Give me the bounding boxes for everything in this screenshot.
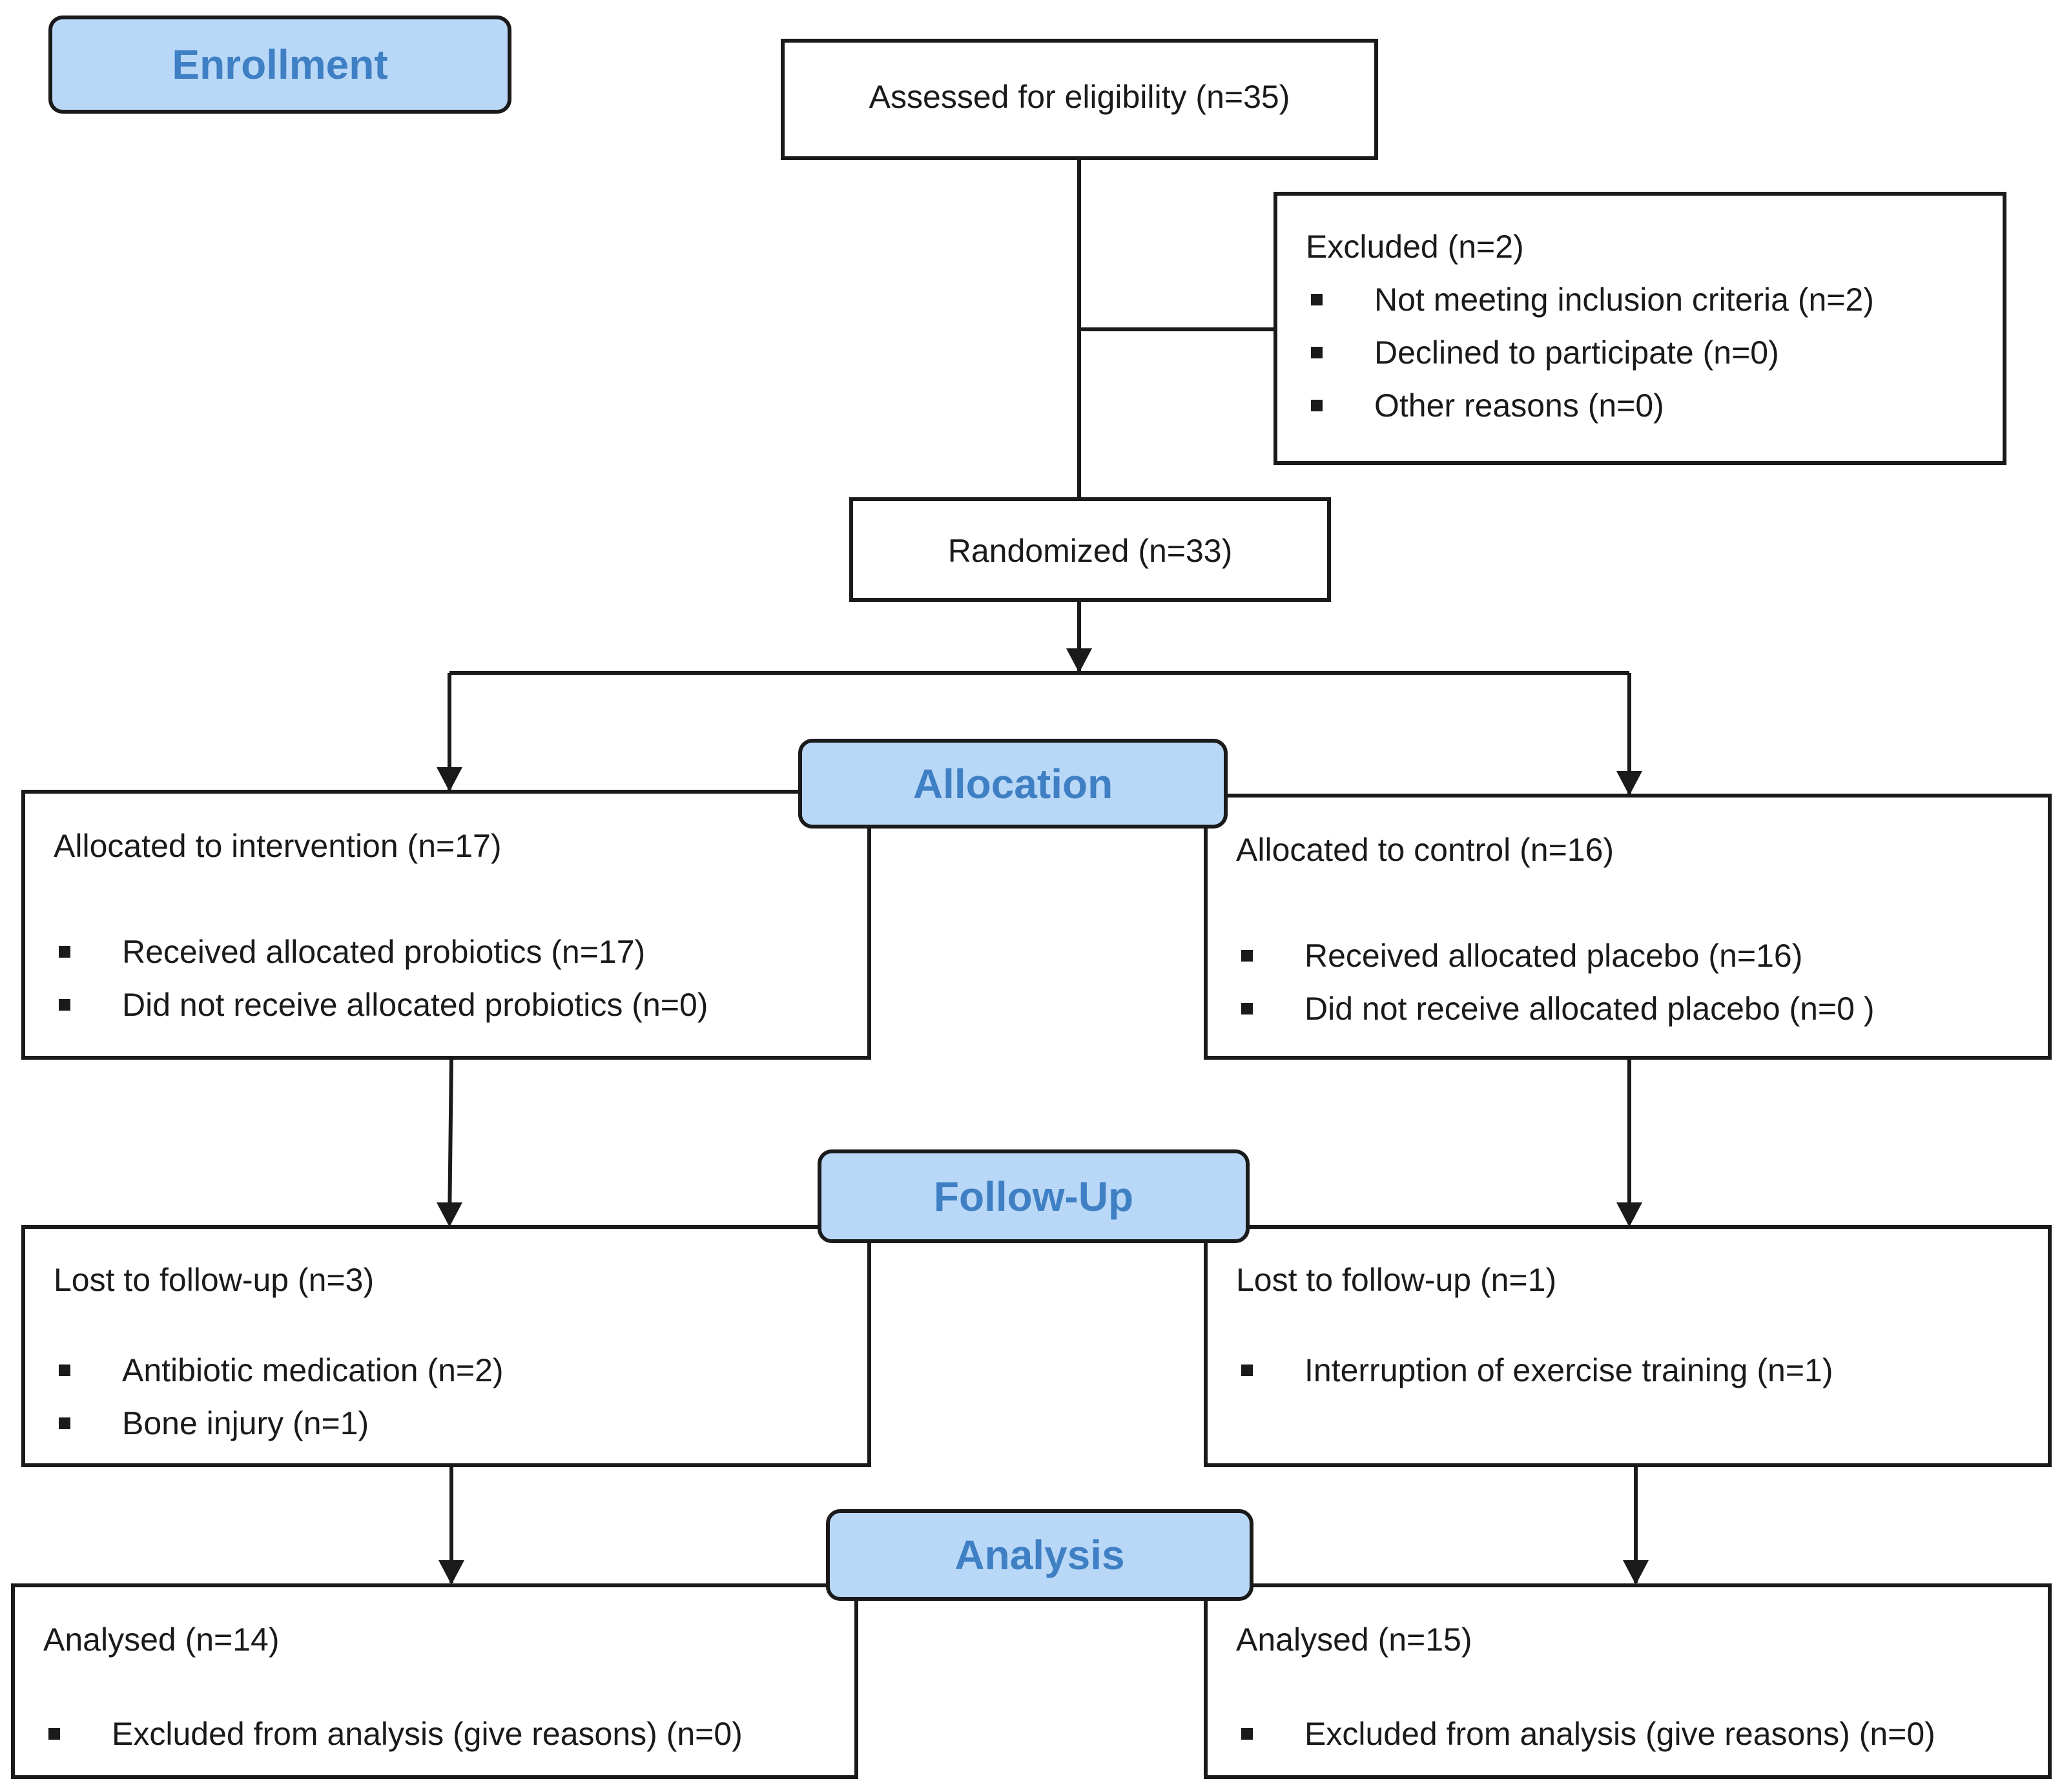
followup-left-item: Bone injury (n=1) xyxy=(54,1397,504,1450)
bullet-icon xyxy=(59,999,70,1011)
bullet-icon xyxy=(59,1365,70,1376)
followup-left-box: Lost to follow-up (n=3) Antibiotic medic… xyxy=(21,1225,871,1467)
followup-left-list: Antibiotic medication (n=2) Bone injury … xyxy=(54,1344,504,1450)
control-list: Received allocated placebo (n=16) Did no… xyxy=(1236,929,1874,1035)
stage-enrollment: Enrollment xyxy=(48,15,511,114)
stage-allocation: Allocation xyxy=(798,739,1228,829)
intervention-item: Received allocated probiotics (n=17) xyxy=(54,925,708,978)
control-item: Received allocated placebo (n=16) xyxy=(1236,929,1874,982)
bullet-icon xyxy=(1241,1003,1253,1014)
analysis-left-title: Analysed (n=14) xyxy=(43,1622,280,1658)
analysis-right-list: Excluded from analysis (give reasons) (n… xyxy=(1236,1707,1935,1760)
bullet-icon xyxy=(59,946,70,958)
bullet-icon xyxy=(1241,950,1253,962)
bullet-icon xyxy=(48,1728,60,1740)
control-item: Did not receive allocated placebo (n=0 ) xyxy=(1236,982,1874,1035)
followup-left-title: Lost to follow-up (n=3) xyxy=(54,1262,375,1298)
stage-enrollment-label: Enrollment xyxy=(172,41,388,88)
intervention-to-followup-line xyxy=(448,1058,453,1225)
bullet-icon xyxy=(1311,294,1323,305)
split-right-arrowhead xyxy=(1616,771,1642,796)
stage-follow-up-label: Follow-Up xyxy=(933,1173,1134,1220)
followup-right-arrowhead xyxy=(1616,1202,1642,1227)
stage-analysis: Analysis xyxy=(826,1509,1253,1601)
followup-left-arrowhead xyxy=(437,1202,462,1227)
intervention-title: Allocated to intervention (n=17) xyxy=(54,828,502,864)
excluded-item: Not meeting inclusion criteria (n=2) xyxy=(1306,273,1874,326)
analysis-right-arrowhead xyxy=(1623,1560,1649,1585)
followup-right-box: Lost to follow-up (n=1) Interruption of … xyxy=(1204,1225,2052,1467)
bullet-icon xyxy=(59,1417,70,1429)
excluded-title: Excluded (n=2) xyxy=(1306,229,1524,265)
excluded-box: Excluded (n=2) Not meeting inclusion cri… xyxy=(1273,192,2006,465)
analysis-right-title: Analysed (n=15) xyxy=(1236,1622,1472,1658)
followup-right-item: Interruption of exercise training (n=1) xyxy=(1236,1344,1833,1397)
followup-right-title: Lost to follow-up (n=1) xyxy=(1236,1262,1557,1298)
analysis-left-item: Excluded from analysis (give reasons) (n… xyxy=(43,1707,743,1760)
randomized-title: Randomized (n=33) xyxy=(947,533,1233,569)
intervention-item: Did not receive allocated probiotics (n=… xyxy=(54,978,708,1031)
assessed-title: Assessed for eligibility (n=35) xyxy=(869,79,1290,115)
analysis-left-list: Excluded from analysis (give reasons) (n… xyxy=(43,1707,743,1760)
stage-follow-up: Follow-Up xyxy=(818,1149,1250,1243)
bullet-icon xyxy=(1241,1365,1253,1376)
intervention-list: Received allocated probiotics (n=17) Did… xyxy=(54,925,708,1031)
excluded-list: Not meeting inclusion criteria (n=2) Dec… xyxy=(1306,273,1874,432)
bullet-icon xyxy=(1311,400,1323,411)
analysis-right-box: Analysed (n=15) Excluded from analysis (… xyxy=(1204,1583,2052,1779)
excluded-item: Other reasons (n=0) xyxy=(1306,379,1874,432)
stage-allocation-label: Allocation xyxy=(912,760,1113,807)
stage-analysis-label: Analysis xyxy=(954,1532,1125,1578)
analysis-left-box: Analysed (n=14) Excluded from analysis (… xyxy=(11,1583,858,1779)
followup-left-item: Antibiotic medication (n=2) xyxy=(54,1344,504,1397)
excluded-item: Declined to participate (n=0) xyxy=(1306,326,1874,379)
randomized-box: Randomized (n=33) xyxy=(849,497,1331,602)
control-title: Allocated to control (n=16) xyxy=(1236,832,1614,868)
bullet-icon xyxy=(1241,1728,1253,1740)
followup-right-list: Interruption of exercise training (n=1) xyxy=(1236,1344,1833,1397)
randomized-arrowhead xyxy=(1066,648,1092,673)
assessed-box: Assessed for eligibility (n=35) xyxy=(781,39,1378,160)
bullet-icon xyxy=(1311,347,1323,358)
intervention-box: Allocated to intervention (n=17) Receive… xyxy=(21,790,871,1060)
control-box: Allocated to control (n=16) Received all… xyxy=(1204,794,2052,1060)
analysis-right-item: Excluded from analysis (give reasons) (n… xyxy=(1236,1707,1935,1760)
split-left-arrowhead xyxy=(437,767,462,792)
analysis-left-arrowhead xyxy=(438,1560,464,1585)
